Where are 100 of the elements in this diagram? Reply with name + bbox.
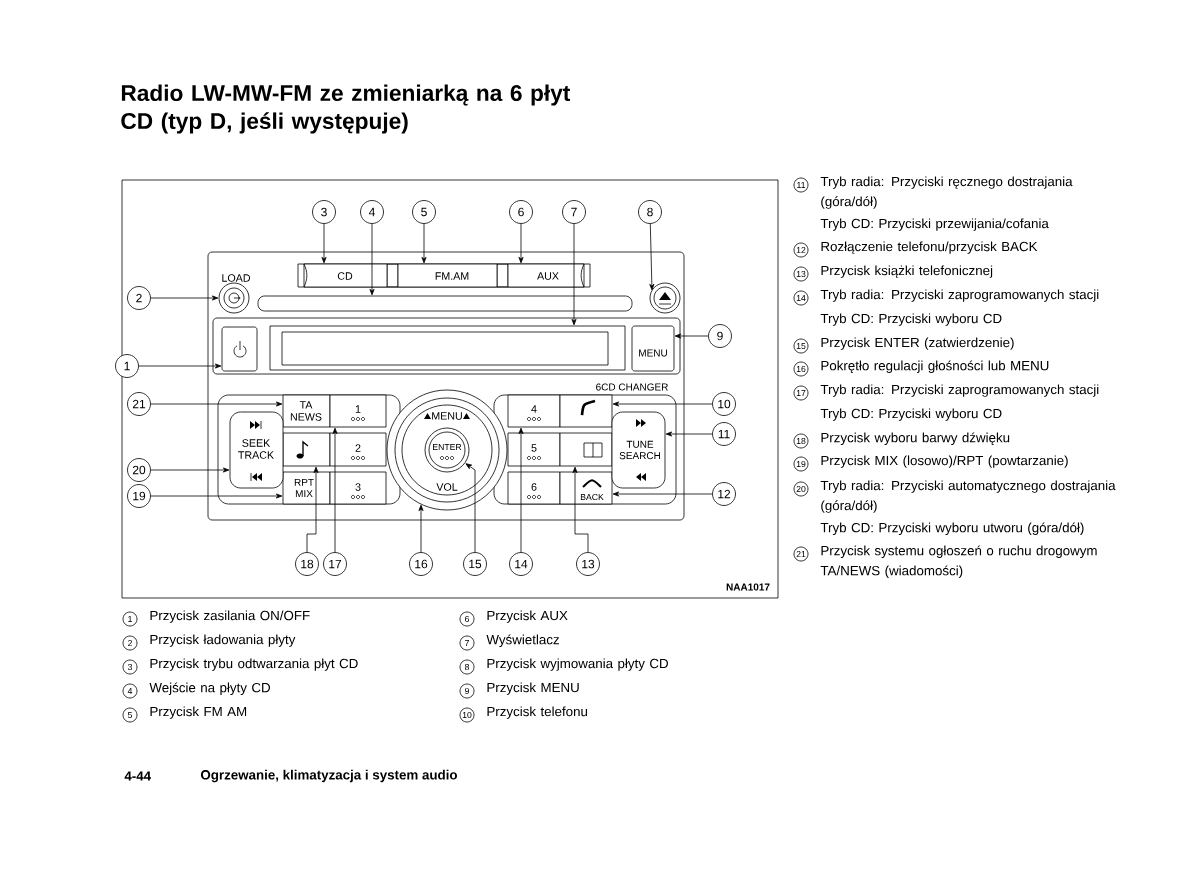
description-text: Przycisk zasilania ON/OFF: [150, 610, 310, 623]
callout-number: 10: [712, 392, 736, 416]
page-number: 4-44: [124, 771, 151, 781]
list-number: 10: [459, 707, 475, 723]
power-button: [221, 326, 258, 372]
footer-text: Ogrzewanie, klimatyzacja i system audio: [200, 769, 457, 783]
preset-button: 3: [329, 471, 387, 505]
list-number: 8: [459, 659, 475, 675]
description-text: Przycisk ładowania płyty: [150, 634, 296, 647]
description-text: Wyświetlacz: [486, 634, 559, 647]
leader-line: [665, 431, 713, 437]
list-number: 15: [793, 338, 809, 354]
display-screen: [269, 325, 626, 371]
callout-number: 12: [712, 482, 736, 506]
leader-line: [612, 491, 713, 497]
callout-number: 13: [576, 552, 600, 576]
callout-number: 8: [638, 200, 662, 224]
callout-number: 16: [409, 552, 433, 576]
list-number: 18: [793, 433, 809, 449]
figure-code: NAA1017: [726, 583, 770, 591]
list-number: 6: [459, 611, 475, 627]
list-number: 11: [793, 177, 809, 193]
menu-button: MENU: [631, 325, 675, 372]
description-text: Tryb CD: Przyciski wyboru CD: [820, 408, 1002, 421]
preset-button: 5: [507, 432, 561, 467]
description-text: Przycisk MENU: [487, 682, 579, 695]
callout-number: 20: [127, 458, 151, 482]
list-number: 14: [793, 290, 809, 306]
description-text: Przycisk trybu odtwarzania płyt CD: [150, 658, 358, 671]
description-text: Przycisk książki telefonicznej: [821, 265, 993, 278]
description-text: Tryb CD: Przyciski wyboru CD: [820, 313, 1002, 326]
description-text: Wejście na płyty CD: [149, 682, 270, 695]
phonebook-button: [559, 432, 613, 467]
callout-number: 21: [127, 392, 151, 416]
description-text: Przycisk telefonu: [487, 706, 587, 719]
leader-line: [321, 223, 327, 264]
description-text: Tryb radia: Przyciski zaprogramowanych stacji: [820, 289, 1099, 302]
preset-button: 6: [507, 471, 561, 505]
description-text: Tryb radia: Przyciski ręcznego dostrajania (góra/dół): [820, 176, 1073, 209]
leader-line: [465, 463, 476, 553]
list-number: 7: [459, 635, 475, 651]
phone-button: [559, 394, 613, 428]
leader-line: [649, 223, 655, 291]
list-number: 5: [122, 707, 138, 723]
description-text: Przycisk systemu ogłoszeń o ruchu drogowym TA/NEWS (wiadomości): [820, 545, 1097, 578]
list-number: 20: [793, 481, 809, 497]
callout-number: 5: [412, 200, 436, 224]
panel-label: 6CD CHANGER: [596, 383, 668, 391]
callout-number: 7: [562, 200, 586, 224]
description-text: Przycisk FM AM: [150, 706, 247, 719]
leader-line: [150, 467, 230, 473]
button-label: LOAD: [222, 274, 250, 282]
callout-number: 9: [708, 324, 732, 348]
leader-line: [369, 223, 375, 296]
list-number: 9: [459, 683, 475, 699]
leader-line: [150, 295, 219, 301]
list-number: 16: [793, 361, 809, 377]
leader-line: [306, 466, 319, 553]
list-number: 17: [793, 385, 809, 401]
preset-button: 1: [329, 394, 387, 428]
enter-button: ENTER: [424, 427, 470, 473]
disc-slot: [257, 295, 633, 312]
description-text: Przycisk MIX (losowo)/RPT (powtarzanie): [821, 455, 1068, 468]
callout-number: 17: [323, 552, 347, 576]
band-button: FM.AM: [397, 263, 498, 288]
eject-button: [649, 282, 681, 314]
leader-line: [418, 504, 424, 553]
callout-number: 15: [463, 552, 487, 576]
callout-number: 14: [509, 552, 533, 576]
leader-line: [518, 223, 524, 264]
description-text: Tryb radia: Przyciski automatycznego dostrajania (góra/dół): [820, 480, 1116, 513]
leader-line: [674, 333, 709, 339]
list-number: 1: [122, 611, 138, 627]
leader-line: [571, 223, 577, 326]
description-text: Tryb CD: Przyciski przewijania/cofania: [820, 218, 1049, 231]
list-number: 3: [122, 659, 138, 675]
callout-number: 18: [295, 552, 319, 576]
preset-button: 4: [507, 394, 561, 428]
leader-line: [572, 466, 589, 553]
callout-number: 1: [115, 354, 139, 378]
callout-number: 2: [127, 286, 151, 310]
list-number: 19: [793, 456, 809, 472]
description-text: Pokrętło regulacji głośności lub MENU: [821, 360, 1049, 373]
cd-button: CD: [303, 263, 388, 288]
leader-line: [332, 427, 338, 553]
leader-line: [150, 401, 283, 407]
description-text: Przycisk wyjmowania płyty CD: [487, 658, 668, 671]
aux-button: AUX: [507, 263, 585, 288]
description-text: Przycisk AUX: [487, 610, 568, 623]
callout-number: 4: [360, 200, 384, 224]
callout-number: 19: [127, 484, 151, 508]
description-text: Tryb radia: Przyciski zaprogramowanych stacji: [820, 384, 1099, 397]
leader-line: [150, 493, 283, 499]
list-number: 21: [793, 546, 809, 562]
list-number: 2: [122, 635, 138, 651]
leader-line: [612, 401, 713, 407]
mix-button: RPT MIX: [282, 471, 331, 505]
list-number: 4: [122, 683, 138, 699]
list-number: 12: [793, 242, 809, 258]
description-text: Tryb CD: Przyciski wyboru utworu (góra/dół): [820, 522, 1084, 535]
